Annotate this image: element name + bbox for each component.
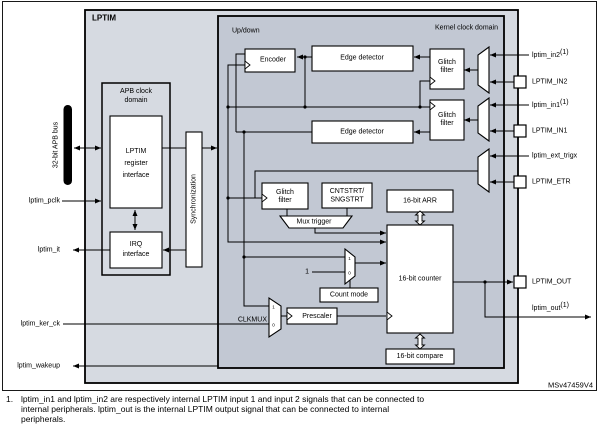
diagram-title: LPTIM	[92, 14, 116, 23]
compare-label: 16-bit compare	[397, 353, 444, 360]
edge-detector-bottom-label: Edge detector	[340, 129, 384, 136]
arr-label: 16-bit ARR	[403, 198, 437, 205]
input-pin-wires	[490, 52, 529, 185]
clkmux-one: 1	[272, 305, 275, 310]
lptim-wakeup-label: lptim_wakeup	[17, 363, 60, 370]
counter-compare-double-arrow	[414, 333, 426, 350]
in2-mux	[477, 45, 490, 95]
lptim-it-label: lptim_it	[38, 247, 60, 254]
lptim-pclk-label: lptim_pclk	[29, 198, 61, 205]
lptim-in2-pad	[513, 75, 527, 89]
in1-mux	[477, 96, 490, 143]
edge-detector-top-label: Edge detector	[340, 55, 384, 62]
kernel-wires	[227, 53, 591, 320]
lptim-in2-pad-label: LPTIM_IN2	[532, 79, 568, 86]
edge-detector-top-box	[311, 45, 414, 72]
counter-box	[386, 224, 454, 334]
cntstrt-label: CNTSTRT/SNGSTRT	[330, 188, 365, 204]
footnote-line: internal peripherals. lptim_out is the i…	[21, 403, 390, 414]
count-mux-zero: 0	[348, 271, 351, 276]
count-mode-mux	[344, 247, 356, 286]
footnote: 1. lptim_in1 and lptim_in2 are respectiv…	[6, 394, 594, 424]
count-const-one: 1	[305, 269, 309, 276]
wire-muxtrig-counter	[314, 228, 386, 236]
lptim-out-pad-label: LPTIM_OUT	[532, 279, 572, 286]
count-mode-box	[319, 287, 379, 303]
wire-vertical-a	[227, 64, 386, 245]
cntstrt-box	[321, 182, 373, 209]
prescaler-label: Prescaler	[302, 313, 332, 320]
irq-interface-box	[109, 231, 163, 269]
kernel-domain-label: Kernel clock domain	[435, 25, 498, 32]
lptim-ext-trigx-label: lptim_ext_trigx	[532, 153, 578, 160]
lptim-etr-pad	[513, 175, 527, 189]
lptim-in1-label: lptim_in1(1)	[532, 99, 569, 109]
lptim-in1-pad-label: LPTIM_IN1	[532, 128, 568, 135]
footnote-text: lptim_in1 and lptim_in2 are respectively…	[21, 394, 425, 424]
junction-dots	[226, 55, 487, 284]
figure-frame	[2, 1, 597, 391]
glitch-filter-in1-box	[429, 99, 465, 141]
encoder-clock-icon	[244, 60, 251, 70]
glitch1-clock-icon	[429, 76, 436, 86]
watermark: MSv47459V4	[548, 381, 593, 390]
footnote-line: lptim_in1 and lptim_in2 are respectively…	[21, 394, 425, 404]
glitch3-clock-icon	[261, 193, 268, 203]
prescaler-clock-icon	[286, 311, 293, 321]
apb-clock-domain-box	[101, 82, 171, 276]
counter-clock-icon	[386, 311, 393, 321]
synchronization-box	[185, 131, 203, 268]
edge-detector-bottom-box	[311, 120, 414, 144]
lptim-out-pad	[513, 275, 527, 289]
lptim-ker-ck-label: lptim_ker_ck	[21, 321, 61, 328]
clkmux-zero: 0	[272, 323, 275, 328]
counter-label: 16-bit counter	[399, 276, 442, 283]
clkmux-label: CLKMUX	[238, 317, 268, 324]
wire-etr-loop	[254, 170, 478, 198]
count-mux-one: 1	[348, 256, 351, 261]
wire-lptim-out	[484, 282, 591, 320]
encoder-label: Encoder	[260, 57, 287, 64]
synchronization-label: Synchronization	[191, 174, 198, 224]
footnote-line: peripherals.	[21, 413, 66, 424]
mux-trigger-label: Mux trigger	[296, 219, 332, 226]
glitch2-clock-icon	[429, 101, 436, 111]
arr-counter-double-arrow	[414, 210, 426, 226]
etr-mux	[477, 147, 490, 194]
apb-side-wires	[62, 145, 269, 369]
apb-bus-bar	[63, 105, 72, 185]
mux-trigger-shape	[278, 215, 354, 229]
count-mode-label: Count mode	[330, 292, 368, 299]
lptim-in1-pad	[513, 124, 527, 138]
register-interface-box	[109, 115, 163, 209]
lptim-etr-pad-label: LPTIM_ETR	[532, 179, 571, 186]
wire-glitch1-clk	[419, 80, 430, 107]
updown-label: Up/down	[232, 28, 260, 35]
footnote-number: 1.	[6, 394, 14, 404]
wire-vertical-c	[243, 132, 269, 307]
glitch-filter-trig-box	[261, 182, 309, 210]
lptim-out-label: lptim_out(1)	[532, 302, 569, 312]
wire-vertical-b	[235, 53, 247, 132]
glitch-filter-in2-box	[429, 48, 465, 90]
lptim-in2-label: lptim_in2(1)	[532, 49, 569, 59]
apb-bus-label: 32-bit APB bus	[53, 121, 60, 168]
clock-input-markers	[244, 60, 436, 321]
clkmux-mux	[268, 296, 282, 339]
